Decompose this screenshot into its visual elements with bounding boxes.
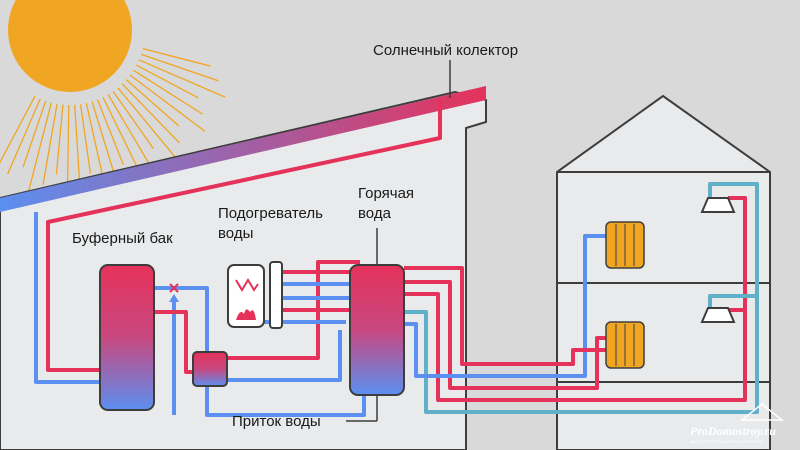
sun-ray <box>135 64 199 99</box>
shower-head-icon <box>700 197 736 213</box>
radiator-icon <box>605 321 645 369</box>
sun-rays <box>0 48 226 199</box>
house-logo-icon <box>739 403 785 421</box>
sun-ray <box>55 104 64 175</box>
water-inflow-label: Приток воды <box>232 413 321 430</box>
watermark: ProDomostroy.ru ВСЁ О СТРОИТЕЛЬСТВЕ И РЕ… <box>690 403 785 444</box>
sun-ray <box>132 69 203 115</box>
buffer-tank-label: Буферный бак <box>72 230 173 247</box>
sun-ray <box>107 94 151 166</box>
sun-ray <box>142 48 211 67</box>
shower-head-icon <box>700 307 736 323</box>
valve-icon <box>169 283 179 302</box>
sun-ray <box>7 98 41 175</box>
buffer-tank <box>99 264 155 411</box>
radiator-icon <box>605 221 645 269</box>
house-supply-pipes <box>404 182 759 414</box>
sun-ray <box>97 99 124 166</box>
sun-ray <box>138 59 226 98</box>
sun-ray <box>117 87 179 161</box>
sun-ray <box>121 83 180 144</box>
sun-ray <box>0 95 36 164</box>
sun-ray <box>42 103 58 185</box>
solar-loop-pipes <box>34 100 442 384</box>
watermark-brand: ProDomostroy.ru <box>690 424 776 438</box>
water-heater-label-line1: Подогреватель <box>218 205 323 222</box>
sun-ray <box>22 100 47 168</box>
hot-water-label-line1: Горячая <box>358 185 414 202</box>
solar-collector-panel <box>0 86 486 212</box>
sun-ray <box>79 104 92 174</box>
sun-icon <box>8 0 132 92</box>
hot-water-label-line2: вода <box>358 205 392 222</box>
solar-collector-label: Солнечный колектор <box>373 42 518 59</box>
sun-ray <box>27 102 52 194</box>
water-heater-label-line2: воды <box>218 225 253 242</box>
hot-water-tank <box>349 264 405 396</box>
sun-ray <box>112 90 154 150</box>
right-building <box>556 94 771 450</box>
heating-coil-icon <box>235 278 259 292</box>
flame-icon <box>236 309 256 320</box>
sun-ray <box>91 101 117 181</box>
sun-ray <box>74 104 81 187</box>
sun-ray <box>129 74 206 132</box>
water-heater <box>227 261 283 329</box>
sun-ray <box>125 79 180 127</box>
sun-ray <box>140 53 219 82</box>
heat-exchanger <box>192 351 228 387</box>
watermark-tagline: ВСЁ О СТРОИТЕЛЬСТВЕ И РЕМОНТЕ <box>690 439 763 444</box>
